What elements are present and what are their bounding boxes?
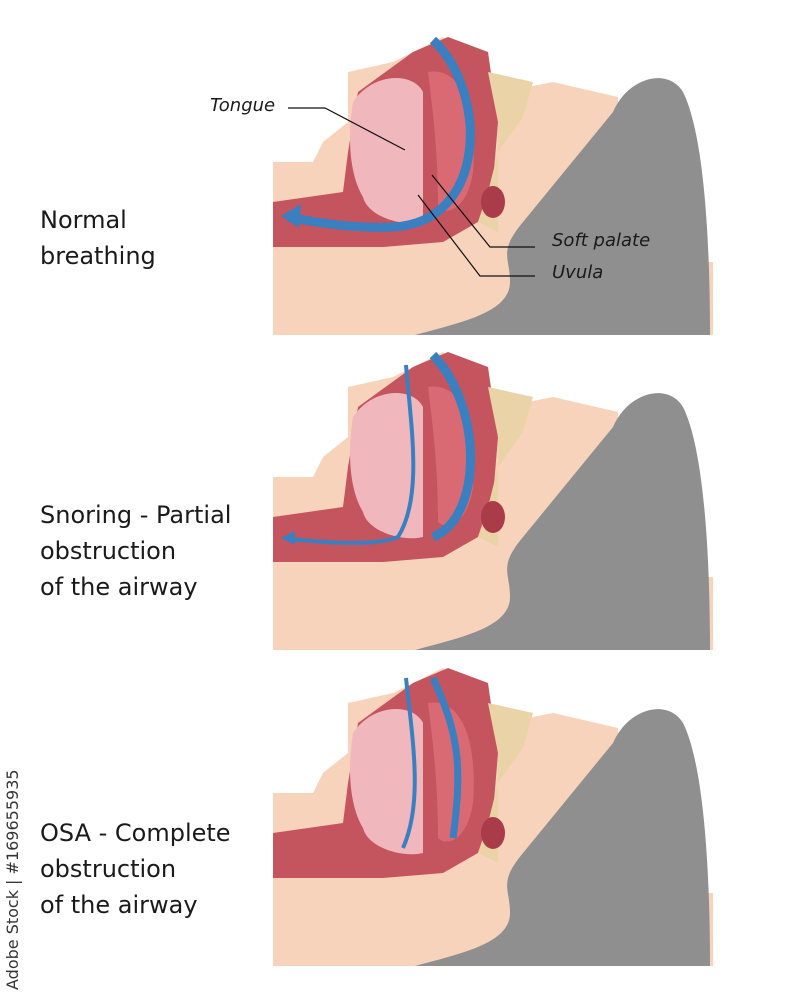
label-soft-palate: Soft palate — [552, 230, 651, 251]
caption-normal-breathing: Normal breathing — [40, 206, 156, 270]
tongue — [350, 709, 423, 855]
airflow-arrows — [281, 36, 475, 232]
nasal-sinus — [481, 501, 505, 533]
airflow-arrows — [401, 676, 462, 849]
pillow — [415, 78, 710, 335]
tongue — [350, 393, 423, 539]
panel-snoring — [273, 347, 713, 652]
airflow-arrows — [281, 351, 475, 545]
nasal-sinus — [481, 817, 505, 849]
label-uvula: Uvula — [552, 262, 604, 283]
caption-osa: OSA - Complete obstruction of the airway — [40, 819, 231, 919]
pillow — [415, 393, 710, 650]
pillow — [415, 709, 710, 966]
panel-osa — [273, 663, 713, 968]
nasal-sinus — [481, 186, 505, 218]
panel-normal-breathing — [273, 32, 713, 337]
caption-snoring: Snoring - Partial obstruction of the air… — [40, 501, 232, 601]
watermark: Adobe Stock | #169655935 — [3, 769, 22, 990]
soft-palate — [428, 702, 474, 842]
label-tongue: Tongue — [210, 95, 276, 116]
tongue — [350, 78, 423, 224]
